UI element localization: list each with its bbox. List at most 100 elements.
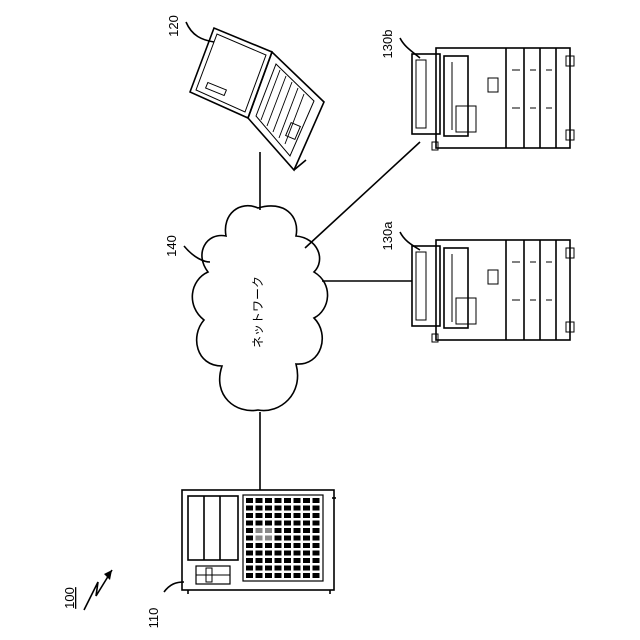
system-reference: 100 (62, 570, 112, 610)
server-ref-label: 110 (146, 608, 161, 629)
vent-cell (303, 566, 310, 571)
vent-cell (313, 521, 320, 526)
vent-cell (284, 506, 291, 511)
vent-cell (275, 558, 282, 563)
vent-cell (284, 573, 291, 578)
vent-cell (275, 513, 282, 518)
arrow-head-icon (104, 570, 112, 580)
vent-cell (275, 551, 282, 556)
mfp-a-ref-label: 130a (380, 221, 395, 251)
vent-cell (313, 558, 320, 563)
vent-cell (294, 521, 301, 526)
vent-cell (265, 573, 272, 578)
vent-cell (246, 543, 253, 548)
laptop-ref-label: 120 (166, 15, 181, 37)
vent-cell (284, 536, 291, 541)
vent-cell (265, 498, 272, 503)
vent-frame (243, 495, 323, 581)
mfp-b-leader-line (400, 38, 420, 58)
vent-cell (294, 498, 301, 503)
vent-cell (313, 536, 320, 541)
vent-cell (303, 513, 310, 518)
vent-cell (246, 566, 253, 571)
mfp-b: 130b (380, 30, 574, 150)
vent-cell (256, 566, 263, 571)
vent-cell (303, 573, 310, 578)
vent-cell (256, 558, 263, 563)
vent-cell (246, 498, 253, 503)
vent-cell (265, 551, 272, 556)
vent-cell (284, 498, 291, 503)
vent-cell (284, 513, 291, 518)
vent-cell (246, 506, 253, 511)
vent-cell (303, 528, 310, 533)
vent-cell (313, 573, 320, 578)
vent-cell (313, 498, 320, 503)
mfp-b-ref-label: 130b (380, 30, 395, 59)
vent-cell (275, 573, 282, 578)
network-label: ネットワーク (251, 276, 265, 348)
vent-cell (284, 551, 291, 556)
vent-cell (256, 551, 263, 556)
printer-icon (412, 240, 574, 342)
vent-cell (256, 528, 263, 533)
vent-cell (275, 566, 282, 571)
vent-cell (265, 521, 272, 526)
vent-cell (265, 536, 272, 541)
laptop-icon (190, 28, 324, 170)
vent-cell (313, 528, 320, 533)
system-ref-label: 100 (62, 587, 77, 609)
vent-cell (294, 506, 301, 511)
vent-cell (256, 521, 263, 526)
connection-lines (260, 142, 420, 490)
vent-cell (256, 543, 263, 548)
vent-cell (303, 543, 310, 548)
vent-cell (303, 521, 310, 526)
vent-cell (284, 528, 291, 533)
vent-cell (313, 506, 320, 511)
vent-cell (294, 536, 301, 541)
vent-cell (265, 528, 272, 533)
vent-cell (265, 558, 272, 563)
server-vent-grid (243, 495, 323, 581)
vent-cell (256, 536, 263, 541)
vent-cell (265, 506, 272, 511)
link-network-mfp-b (305, 142, 420, 248)
vent-cell (313, 566, 320, 571)
vent-cell (284, 543, 291, 548)
vent-cell (303, 558, 310, 563)
vent-cell (246, 573, 253, 578)
vent-cell (275, 543, 282, 548)
vent-cell (265, 513, 272, 518)
laptop: 120 (166, 15, 324, 170)
network-cloud: ネットワーク 140 (164, 206, 328, 411)
mfp-a-leader-line (400, 232, 420, 250)
vent-cell (294, 573, 301, 578)
vent-cell (313, 551, 320, 556)
vent-cell (275, 536, 282, 541)
vent-cell (265, 543, 272, 548)
network-ref-label: 140 (164, 235, 179, 257)
vent-cell (294, 543, 301, 548)
vent-cell (294, 513, 301, 518)
vent-cell (275, 506, 282, 511)
server-leader-line (164, 582, 184, 592)
printer-icon (412, 48, 574, 150)
vent-cell (294, 551, 301, 556)
vent-cell (303, 506, 310, 511)
vent-cell (256, 506, 263, 511)
vent-cell (246, 536, 253, 541)
vent-cell (284, 558, 291, 563)
vent-cell (275, 498, 282, 503)
vent-cell (313, 513, 320, 518)
server: 110 (146, 490, 336, 628)
vent-cell (294, 528, 301, 533)
vent-cell (303, 498, 310, 503)
vent-cell (256, 498, 263, 503)
vent-cell (313, 543, 320, 548)
vent-cell (284, 566, 291, 571)
vent-cell (294, 558, 301, 563)
network-leader-line (184, 246, 210, 262)
vent-cell (294, 566, 301, 571)
